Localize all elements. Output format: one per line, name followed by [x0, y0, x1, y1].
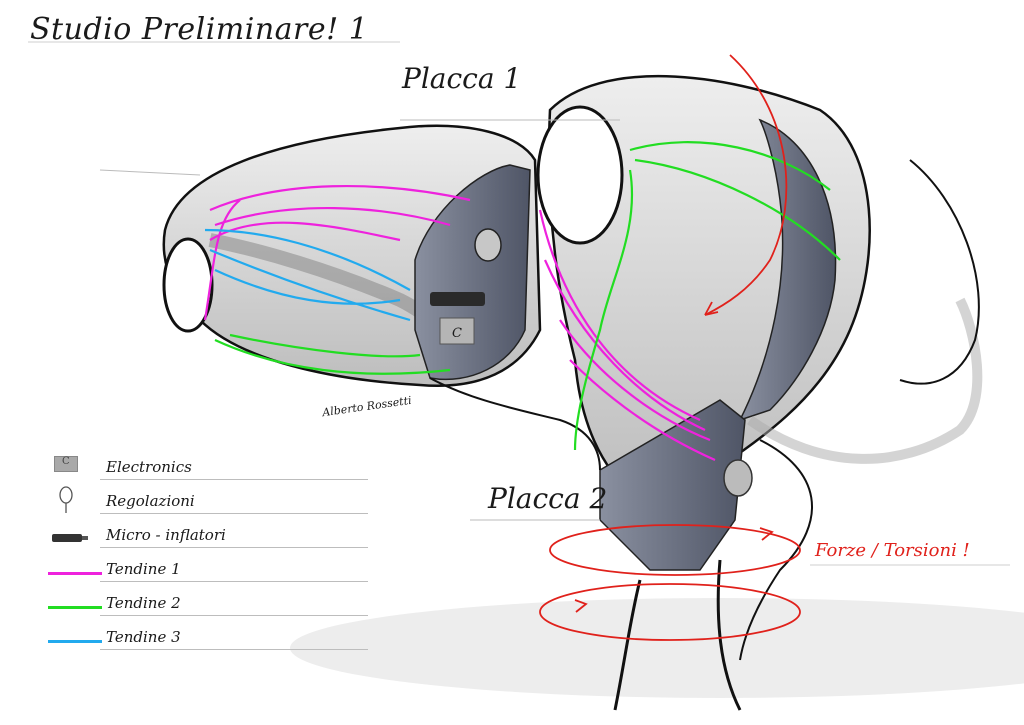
forze-label: Forze / Torsioni !	[815, 540, 970, 561]
upper-opening	[536, 105, 624, 245]
force-arrows	[539, 54, 801, 641]
legend-item-regulation: Regolazioni	[48, 486, 368, 520]
placca-2-knob	[723, 459, 753, 497]
upper-plate-side	[738, 118, 837, 422]
legend-label: Micro - inflatori	[106, 526, 226, 544]
leg-line-left	[613, 579, 642, 711]
tendon-line-icon	[48, 572, 102, 575]
regulation-knob-icon	[59, 486, 73, 513]
page-title: Studio Preliminare! 1	[30, 12, 369, 47]
placca-1-label: Placca 1	[402, 62, 522, 95]
construction-lines	[99, 119, 620, 521]
placca-1-knob	[474, 228, 502, 262]
legend-item-electronics: C Electronics	[48, 452, 368, 486]
legend-item-tendon2: Tendine 2	[48, 588, 368, 622]
tendons-3	[204, 228, 411, 322]
legend-item-tendon3: Tendine 3	[48, 622, 368, 656]
placca-2-label: Placca 2	[488, 482, 608, 515]
electronics-box-icon: C	[54, 456, 78, 472]
lower-shell: C	[162, 124, 601, 471]
leg-line-right	[716, 559, 742, 711]
ground-shadow	[290, 598, 1024, 698]
legend-item-tendon1: Tendine 1	[48, 554, 368, 588]
placca-1-micro-inflator	[430, 292, 485, 306]
tendon-line-icon	[48, 606, 102, 609]
legend-label: Electronics	[106, 458, 192, 476]
legend: C Electronics Regolazioni Micro - inflat…	[48, 452, 368, 656]
electronics-tag: C	[452, 326, 462, 341]
upper-shell	[536, 75, 983, 502]
legend-item-micro: Micro - inflatori	[48, 520, 368, 554]
tendons-2	[214, 141, 841, 451]
legend-label: Tendine 3	[106, 628, 181, 646]
legend-label: Regolazioni	[106, 492, 195, 510]
tendon-line-icon	[48, 640, 102, 643]
micro-inflator-icon	[52, 534, 88, 542]
legend-label: Tendine 2	[106, 594, 181, 612]
lower-opening	[162, 237, 214, 333]
placca-1-electronics	[439, 317, 475, 345]
legend-label: Tendine 1	[106, 560, 181, 578]
